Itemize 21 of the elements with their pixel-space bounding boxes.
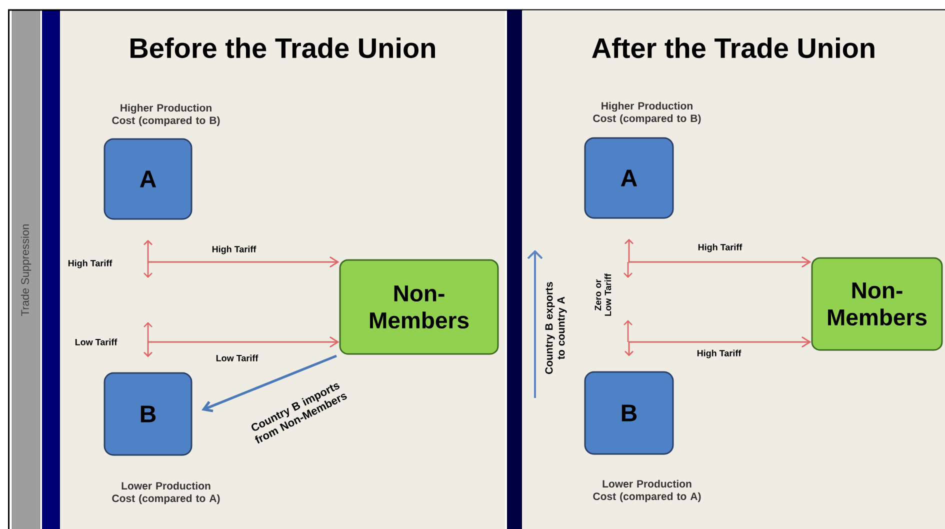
caption-text: Lower Production Cost (compared to A) [112, 482, 220, 504]
tariff-label: Country B exports to country A [545, 282, 567, 374]
arrow [624, 238, 812, 268]
side-band: Trade Suppression [12, 10, 60, 529]
arrow [144, 240, 340, 268]
arrow [144, 336, 340, 358]
tariff-label: Zero or Low Tariff [594, 274, 612, 316]
group-box: Non-Members [339, 259, 499, 355]
group-box: Non-Members [811, 257, 943, 351]
arrow [624, 336, 812, 356]
caption-text: Higher Production Cost (compared to B) [593, 102, 701, 124]
arrow [202, 354, 337, 412]
country-box: A [104, 138, 192, 220]
caption-text: Lower Production Cost (compared to A) [593, 480, 701, 502]
tariff-label: Low Tariff [75, 338, 118, 346]
country-box: A [584, 137, 674, 219]
edge-label: Low Tariff [214, 354, 260, 362]
country-box: B [584, 371, 674, 455]
country-box: B [104, 372, 192, 456]
tariff-label: High Tariff [68, 260, 112, 268]
caption-text: Higher Production Cost (compared to B) [112, 104, 220, 126]
